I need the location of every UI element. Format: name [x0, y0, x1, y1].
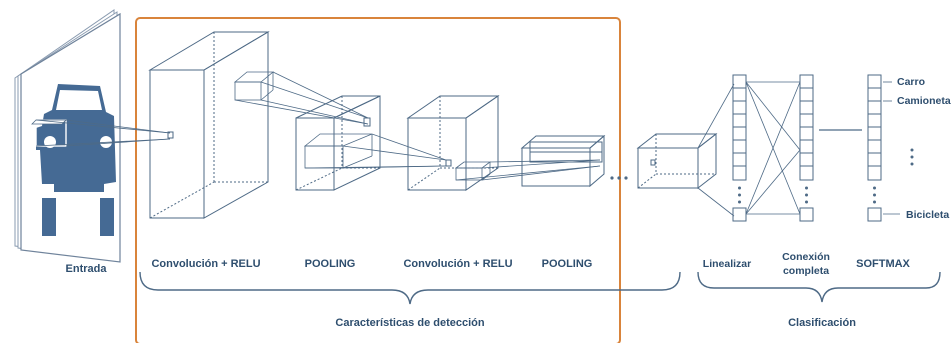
projection-final-to-flatten: [697, 83, 735, 217]
softmax-ellipsis: [873, 186, 876, 204]
pool1-feature-maps: [295, 95, 381, 191]
car-front-icon: [36, 84, 116, 236]
flatten-ellipsis: [738, 186, 741, 204]
pool1-kernel: [303, 133, 373, 169]
label-conv2: Convolución + RELU: [403, 258, 512, 270]
output-label-car: Carro: [897, 76, 925, 88]
output-ellipsis: [910, 148, 914, 166]
conv2-kernel: [454, 161, 492, 181]
projection-conv2-to-pool2: [455, 159, 601, 181]
features-brace: [139, 271, 681, 305]
feature-detection-highlight-box: [135, 17, 621, 343]
conv1-feature-maps: [148, 31, 270, 219]
input-image: [14, 9, 121, 263]
softmax-vector: [867, 74, 882, 222]
conv1-kernel: [233, 71, 275, 101]
fully-connected-vector: [799, 74, 814, 222]
continuation-dots: [610, 176, 628, 180]
output-label-bicycle: Bicicleta: [906, 209, 949, 221]
label-input: Entrada: [66, 263, 108, 275]
output-label-truck: Camioneta: [897, 95, 951, 107]
label-features-group: Características de detección: [335, 317, 484, 329]
label-softmax: SOFTMAX: [856, 258, 910, 270]
conv2-feature-maps: [406, 95, 500, 191]
projection-input-to-conv1: [35, 119, 171, 147]
projection-conv1-to-pool1: [234, 71, 369, 125]
output-ticks: [883, 81, 900, 215]
label-pool2: POOLING: [542, 258, 593, 270]
fc-connections: [745, 81, 801, 215]
classification-brace: [697, 271, 941, 303]
label-conv1: Convolución + RELU: [151, 258, 260, 270]
flatten-vector: [732, 74, 747, 222]
final-feature-maps: [636, 132, 718, 190]
fc-ellipsis: [805, 186, 808, 204]
projection-pool1-to-conv2: [304, 133, 447, 169]
label-fc-line2: completa: [783, 265, 829, 277]
label-classification-group: Clasificación: [788, 317, 856, 329]
pool2-feature-maps: [520, 134, 606, 188]
label-flatten: Linealizar: [703, 258, 751, 270]
label-pool1: POOLING: [305, 258, 356, 270]
label-fc-line1: Conexión: [782, 251, 830, 263]
